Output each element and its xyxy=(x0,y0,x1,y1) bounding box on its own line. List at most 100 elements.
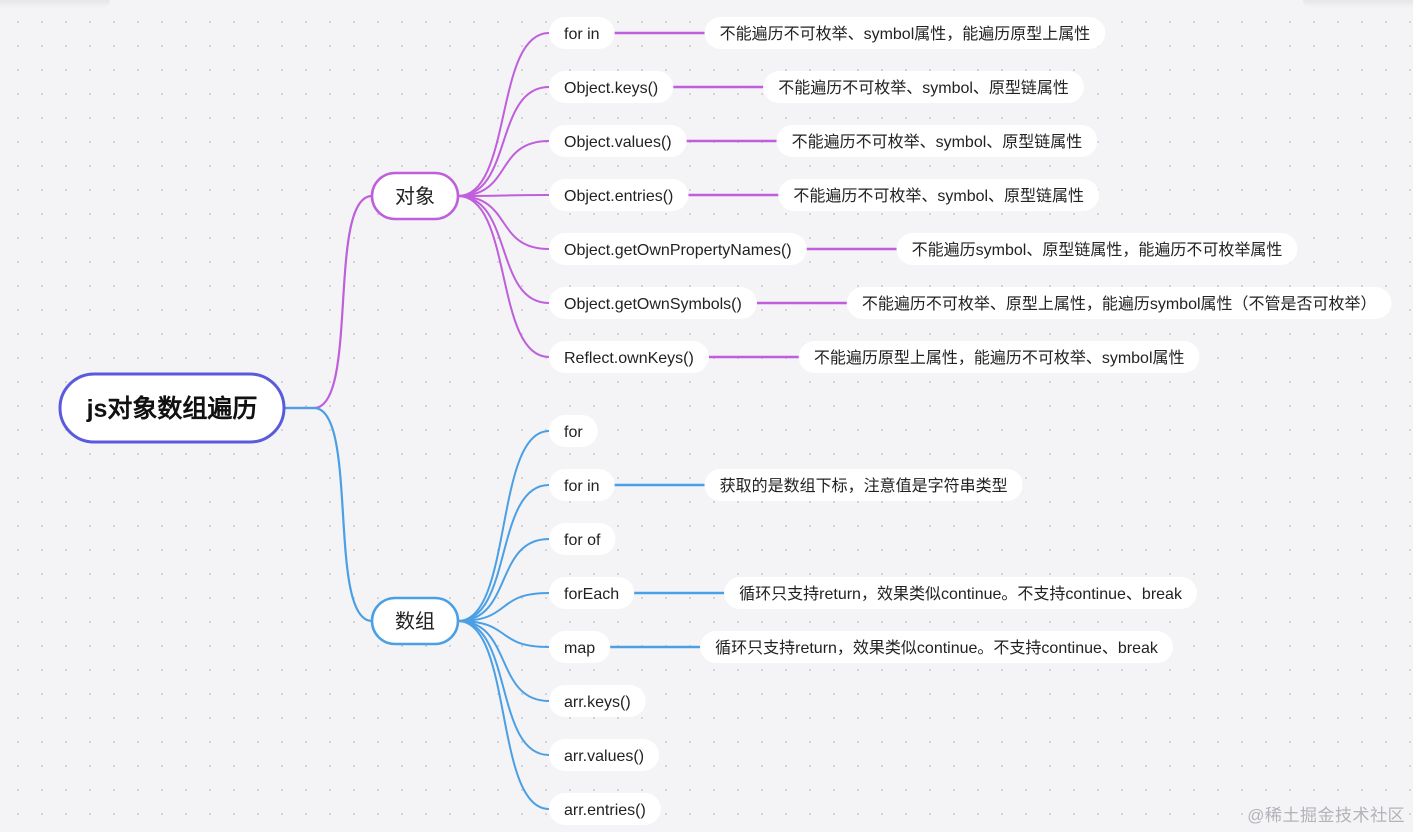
leaf-node-array-6[interactable]: arr.values() xyxy=(549,739,660,771)
note-pill xyxy=(896,233,1298,265)
note-pill xyxy=(846,287,1392,319)
connector-root-object xyxy=(284,194,373,410)
root-label: js对象数组遍历 xyxy=(86,394,258,423)
leaf-pill xyxy=(549,17,615,49)
leaf-label: Object.getOwnSymbols() xyxy=(564,296,742,313)
connector-object-0 xyxy=(457,32,550,197)
branch-node-array[interactable]: 数组 xyxy=(370,596,460,646)
connector-array-2 xyxy=(457,538,550,622)
leaf-node-array-7[interactable]: arr.entries() xyxy=(549,793,661,825)
connector-object-5 xyxy=(457,195,550,304)
leaf-label: Object.entries() xyxy=(564,188,673,205)
note-pill xyxy=(763,71,1084,103)
note-label: 不能遍历原型上属性，能遍历不可枚举、symbol属性 xyxy=(814,349,1185,367)
branch-label-object: 对象 xyxy=(395,185,435,208)
note-node-object-2[interactable]: 不能遍历不可枚举、symbol、原型链属性 xyxy=(776,125,1098,157)
branch-node-object[interactable]: 对象 xyxy=(370,171,460,221)
note-label: 不能遍历不可枚举、symbol、原型链属性 xyxy=(778,79,1069,97)
top-right-shade xyxy=(1303,0,1413,8)
leaf-node-array-3[interactable]: forEach xyxy=(549,577,635,609)
leaf-pill xyxy=(549,523,616,555)
leaf-label: for in xyxy=(564,26,600,43)
leaf-node-object-6[interactable]: Reflect.ownKeys() xyxy=(549,341,709,373)
leaf-pill xyxy=(549,71,674,103)
leaf-pill xyxy=(549,341,709,373)
note-node-array-1[interactable]: 获取的是数组下标，注意值是字符串类型 xyxy=(704,469,1023,501)
connector-array-5 xyxy=(457,620,550,702)
leaf-label: for of xyxy=(564,532,601,549)
connector-array-3 xyxy=(457,592,550,622)
branch-pill-array xyxy=(370,596,460,646)
note-node-array-3[interactable]: 循环只支持return，效果类似continue。不支持continue、bre… xyxy=(724,577,1197,609)
note-pill xyxy=(798,341,1200,373)
leaf-node-array-2[interactable]: for of xyxy=(549,523,616,555)
note-pill xyxy=(776,125,1098,157)
leaf-node-object-1[interactable]: Object.keys() xyxy=(549,71,674,103)
leaf-node-object-2[interactable]: Object.values() xyxy=(549,125,687,157)
leaf-label: arr.entries() xyxy=(564,802,646,819)
leaf-pill xyxy=(549,739,660,771)
leaf-node-array-1[interactable]: for in xyxy=(549,469,615,501)
note-pill xyxy=(778,179,1100,211)
note-node-object-3[interactable]: 不能遍历不可枚举、symbol、原型链属性 xyxy=(778,179,1100,211)
branch-pill-object xyxy=(370,171,460,221)
connector-object-1 xyxy=(457,86,550,197)
leaf-node-object-3[interactable]: Object.entries() xyxy=(549,179,689,211)
note-node-object-4[interactable]: 不能遍历symbol、原型链属性，能遍历不可枚举属性 xyxy=(896,233,1298,265)
leaf-pill xyxy=(549,631,611,663)
note-node-object-1[interactable]: 不能遍历不可枚举、symbol、原型链属性 xyxy=(763,71,1084,103)
leaf-pill xyxy=(549,469,615,501)
leaf-node-array-0[interactable]: for xyxy=(549,415,598,447)
note-node-object-6[interactable]: 不能遍历原型上属性，能遍历不可枚举、symbol属性 xyxy=(798,341,1200,373)
connector-layer xyxy=(284,31,897,810)
leaf-pill xyxy=(549,793,661,825)
connector-object-4 xyxy=(457,195,550,250)
leaf-node-array-4[interactable]: map xyxy=(549,631,611,663)
top-left-shade xyxy=(0,0,110,8)
leaf-node-object-0[interactable]: for in xyxy=(549,17,615,49)
watermark: @稀土掘金技术社区 xyxy=(1247,806,1405,825)
note-label: 获取的是数组下标，注意值是字符串类型 xyxy=(720,476,1008,495)
leaf-label: Object.keys() xyxy=(564,80,658,97)
branch-label-array: 数组 xyxy=(395,610,435,633)
leaf-label: Object.getOwnPropertyNames() xyxy=(564,242,792,259)
leaf-label: arr.values() xyxy=(564,748,644,765)
note-label: 循环只支持return，效果类似continue。不支持continue、bre… xyxy=(715,639,1159,657)
note-label: 不能遍历不可枚举、symbol、原型链属性 xyxy=(792,133,1083,151)
connector-array-0 xyxy=(457,430,550,622)
note-pill xyxy=(704,469,1023,501)
leaf-pill xyxy=(549,577,635,609)
leaf-label: arr.keys() xyxy=(564,694,631,711)
note-pill xyxy=(724,577,1197,609)
leaf-node-array-5[interactable]: arr.keys() xyxy=(549,685,646,717)
leaf-pill xyxy=(549,685,646,717)
note-node-object-5[interactable]: 不能遍历不可枚举、原型上属性，能遍历symbol属性（不管是否可枚举） xyxy=(846,287,1392,319)
leaf-label: Object.values() xyxy=(564,134,672,151)
note-label: 不能遍历symbol、原型链属性，能遍历不可枚举属性 xyxy=(912,241,1283,259)
note-node-array-4[interactable]: 循环只支持return，效果类似continue。不支持continue、bre… xyxy=(700,631,1173,663)
leaf-label: for xyxy=(564,424,583,441)
connector-array-6 xyxy=(457,620,550,756)
leaf-label: map xyxy=(564,640,595,657)
note-label: 不能遍历不可枚举、原型上属性，能遍历symbol属性（不管是否可枚举） xyxy=(862,295,1377,313)
leaf-pill xyxy=(549,233,807,265)
note-label: 循环只支持return，效果类似continue。不支持continue、bre… xyxy=(739,585,1183,603)
leaf-pill xyxy=(549,287,757,319)
connector-object-2 xyxy=(457,140,550,197)
node-layer: 对象 for in 不能遍历不可枚举、symbol属性，能遍历原型上属性 Object… xyxy=(58,17,1392,825)
leaf-node-object-5[interactable]: Object.getOwnSymbols() xyxy=(549,287,757,319)
connector-array-1 xyxy=(457,484,550,622)
note-node-object-0[interactable]: 不能遍历不可枚举、symbol属性，能遍历原型上属性 xyxy=(704,17,1106,49)
note-label: 不能遍历不可枚举、symbol、原型链属性 xyxy=(793,187,1084,205)
root-pill xyxy=(58,372,286,444)
root-node[interactable]: js对象数组遍历 xyxy=(58,372,286,444)
connector-array-7 xyxy=(457,620,550,810)
leaf-node-object-4[interactable]: Object.getOwnPropertyNames() xyxy=(549,233,807,265)
leaf-label: forEach xyxy=(564,586,619,603)
connector-object-3 xyxy=(457,194,550,197)
note-pill xyxy=(700,631,1173,663)
leaf-pill xyxy=(549,125,687,157)
leaf-label: for in xyxy=(564,478,600,495)
note-pill xyxy=(704,17,1106,49)
